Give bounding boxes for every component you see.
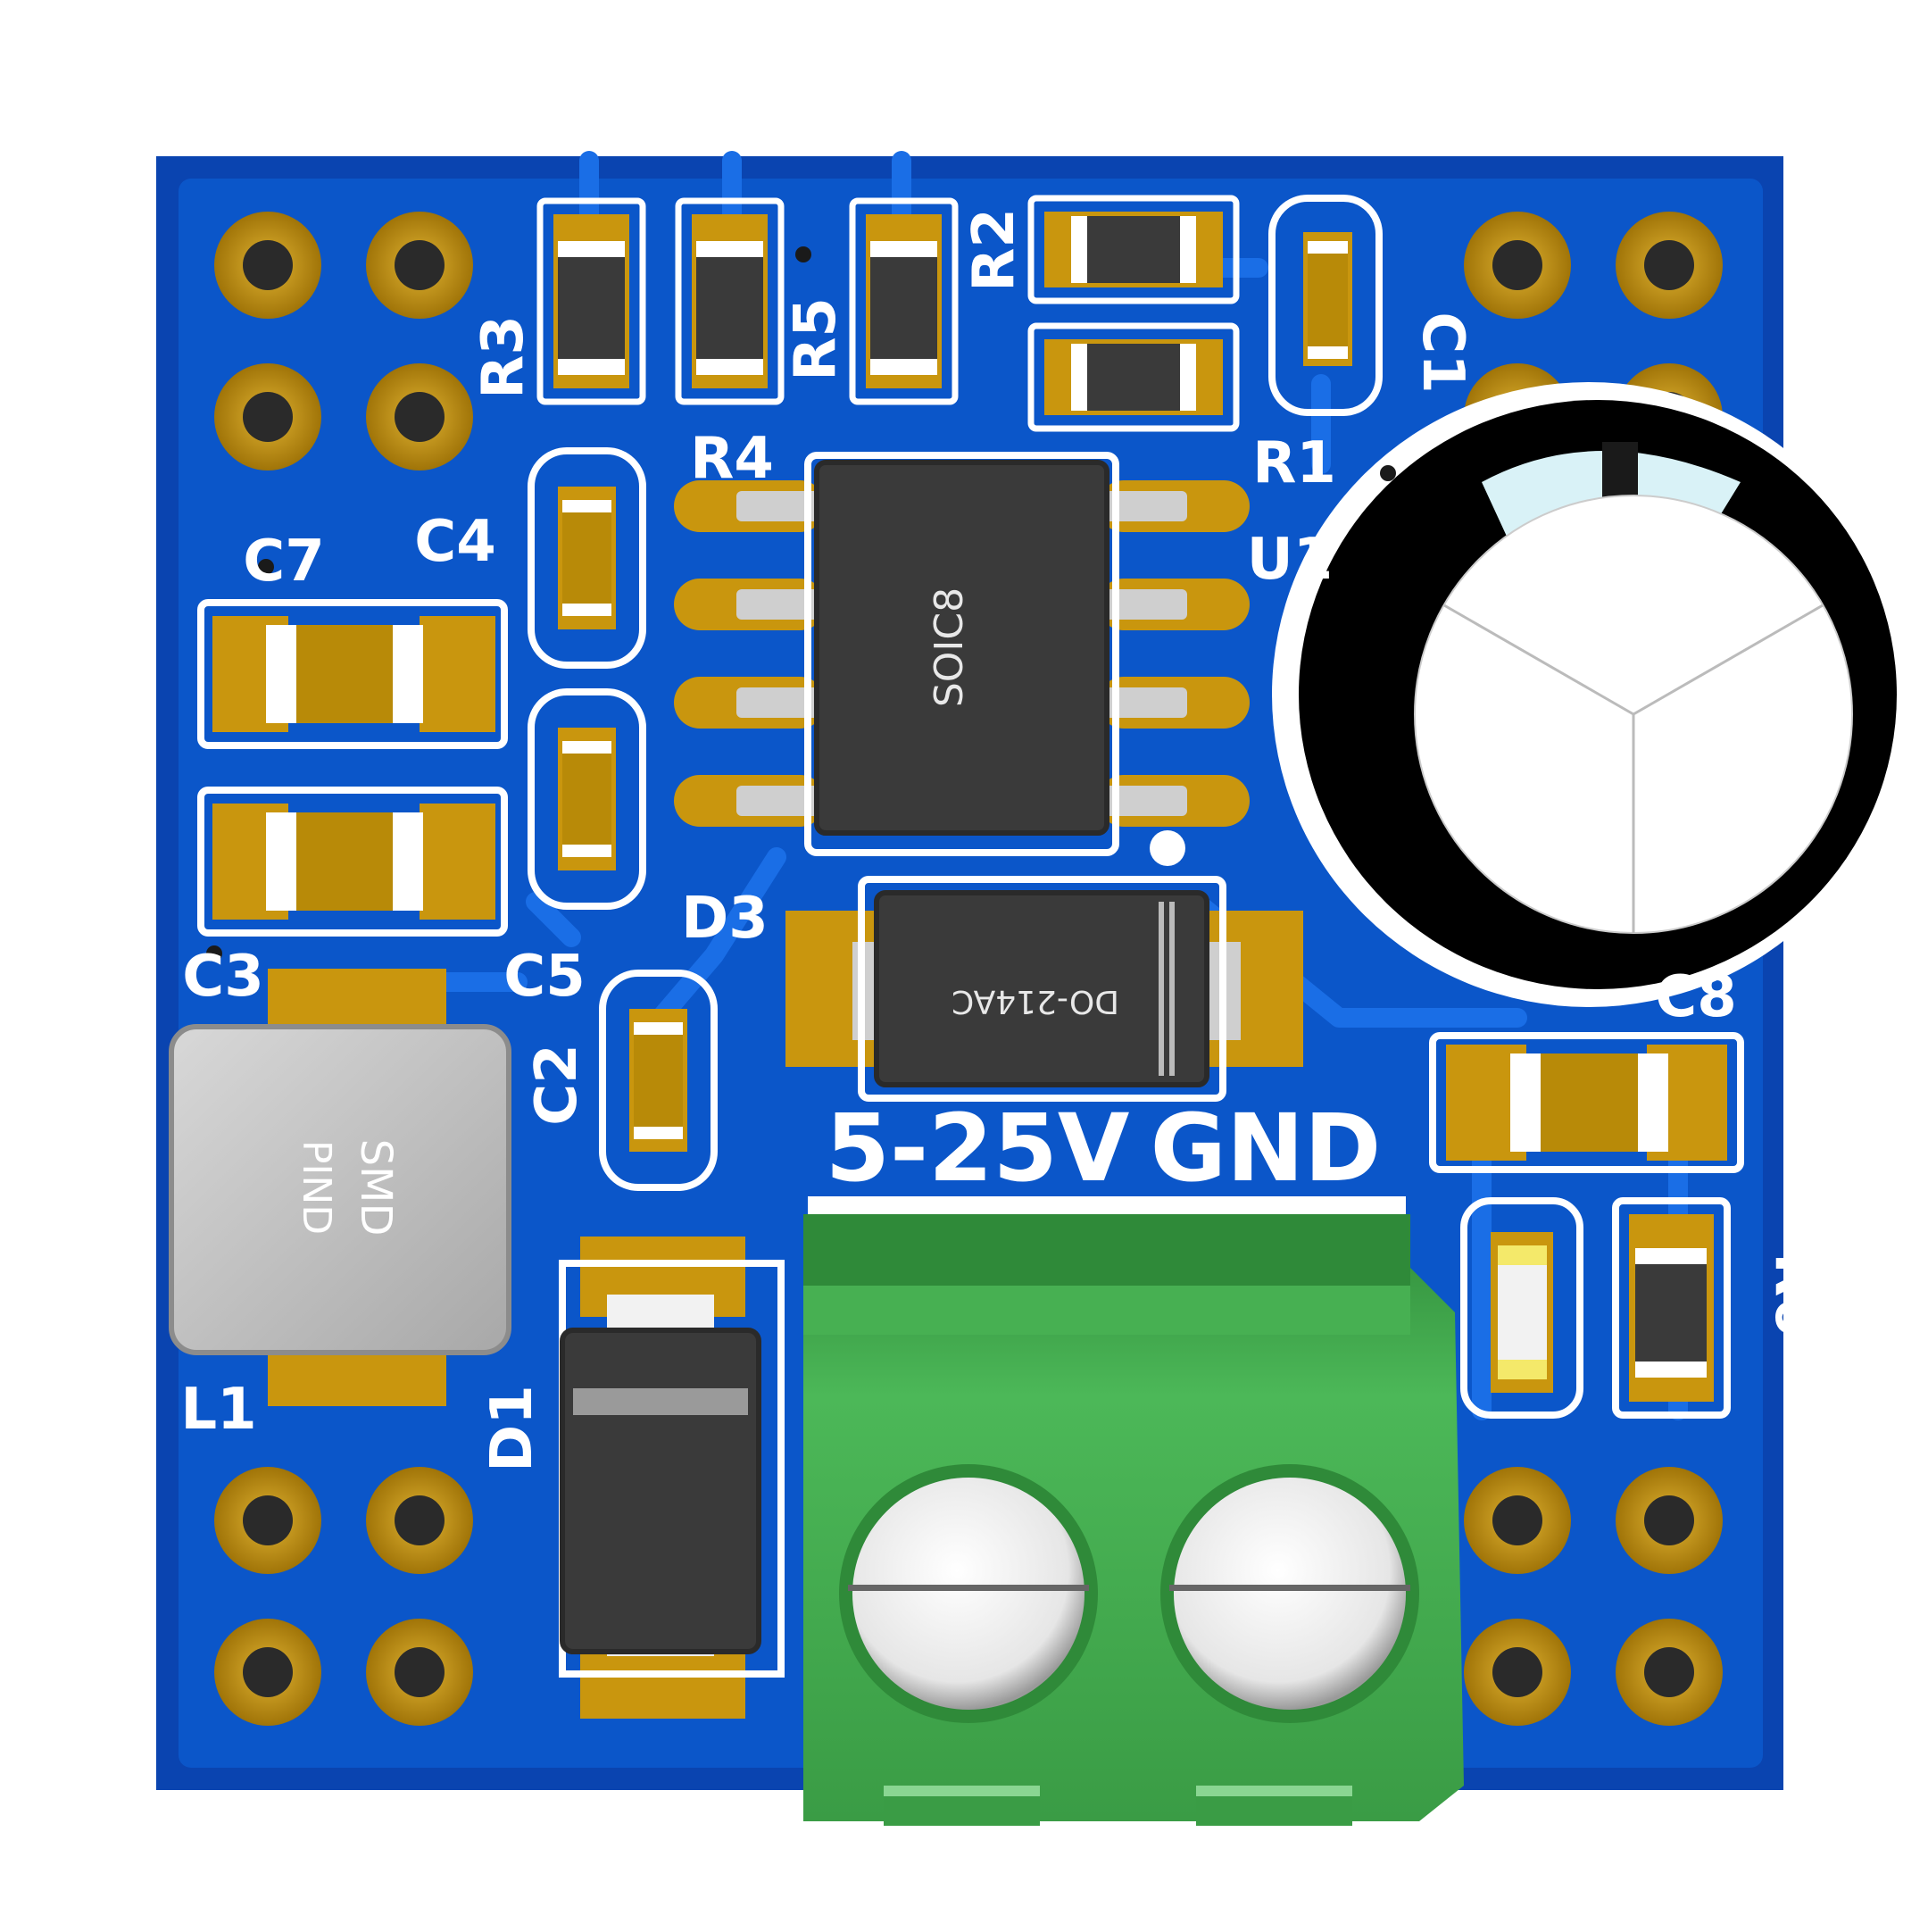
terminal-label-voltage: 5-25V (826, 1094, 1130, 1203)
resistor-r6 (1612, 1197, 1731, 1419)
ic-u1: SOIC8 (674, 452, 1250, 866)
label-r2: R2 (961, 208, 1027, 292)
terminal-block (803, 1196, 1464, 1826)
silkscreen-labels: R3 R4 R5 R2 R1 C1 U1 C7 C4 C3 C5 D3 C2 C… (180, 208, 1828, 1472)
through-hole-pad-icon (1616, 1467, 1723, 1574)
resistor-r1 (1027, 322, 1240, 432)
capacitor-c1 (1268, 195, 1383, 416)
label-u1: U1 (1247, 527, 1334, 593)
ic-package-label: SOIC8 (927, 587, 972, 707)
through-hole-pad-icon (214, 1467, 321, 1574)
pin1-marker (1150, 830, 1185, 866)
capacitor-c7 (197, 599, 508, 749)
through-hole-pad-icon (1464, 1467, 1571, 1574)
label-d3: D3 (681, 886, 769, 952)
electrolytic-capacitor-top-icon (1272, 382, 1906, 1007)
resistor-r4 (675, 197, 785, 405)
resistor-r2 (1027, 195, 1240, 304)
through-hole-pad-icon (366, 1619, 473, 1726)
diode-package-label: DO-214AC (952, 983, 1119, 1020)
ic-leads (736, 491, 1187, 816)
through-hole-pad-icon (214, 1619, 321, 1726)
label-r4: R4 (690, 426, 774, 492)
label-c1: C1 (1409, 312, 1475, 394)
through-hole-pad-icon (214, 363, 321, 471)
inductor-label-line1: SMD (351, 1139, 401, 1237)
label-d1: D1 (479, 1385, 545, 1472)
through-hole-pad-icon (1616, 1619, 1723, 1726)
terminal-label-ground: GND (1151, 1094, 1382, 1203)
label-r5: R5 (783, 297, 849, 381)
through-hole-pad-icon (366, 363, 473, 471)
label-r6: R6 (1762, 1253, 1828, 1337)
through-hole-pad-icon (214, 212, 321, 319)
capacitor-c4 (528, 447, 646, 669)
inductor-label-line2: PIND (294, 1140, 339, 1235)
label-l1: L1 (180, 1377, 256, 1443)
led (1460, 1197, 1583, 1419)
label-r3: R3 (470, 315, 536, 399)
label-c8: C8 (1655, 964, 1737, 1030)
capacitor-c3 (197, 787, 508, 937)
inductor-l1: SMD PIND (169, 969, 511, 1406)
diode-d1 (559, 1237, 785, 1719)
terminal-screw-icon (839, 1464, 1098, 1723)
resistor-r5 (849, 197, 959, 405)
capacitor-c5 (528, 688, 646, 910)
through-hole-pad-icon (366, 1467, 473, 1574)
label-c4: C4 (414, 509, 496, 575)
silk-dots (206, 246, 1396, 962)
capacitor-c2 (599, 970, 718, 1191)
label-c3: C3 (182, 944, 264, 1010)
label-c7: C7 (243, 529, 325, 595)
capacitor-c8 (1429, 1032, 1744, 1173)
diode-d3: DO-214AC (785, 876, 1303, 1102)
through-hole-pad-icon (1616, 212, 1723, 319)
through-hole-pad-icon (1464, 1619, 1571, 1726)
through-hole-pad-icon (1464, 212, 1571, 319)
label-c2: C2 (524, 1044, 590, 1126)
terminal-screw-icon (1160, 1464, 1419, 1723)
resistor-r3 (536, 197, 646, 405)
label-c5: C5 (503, 944, 586, 1010)
through-hole-pad-icon (366, 212, 473, 319)
label-r1: R1 (1252, 430, 1336, 496)
